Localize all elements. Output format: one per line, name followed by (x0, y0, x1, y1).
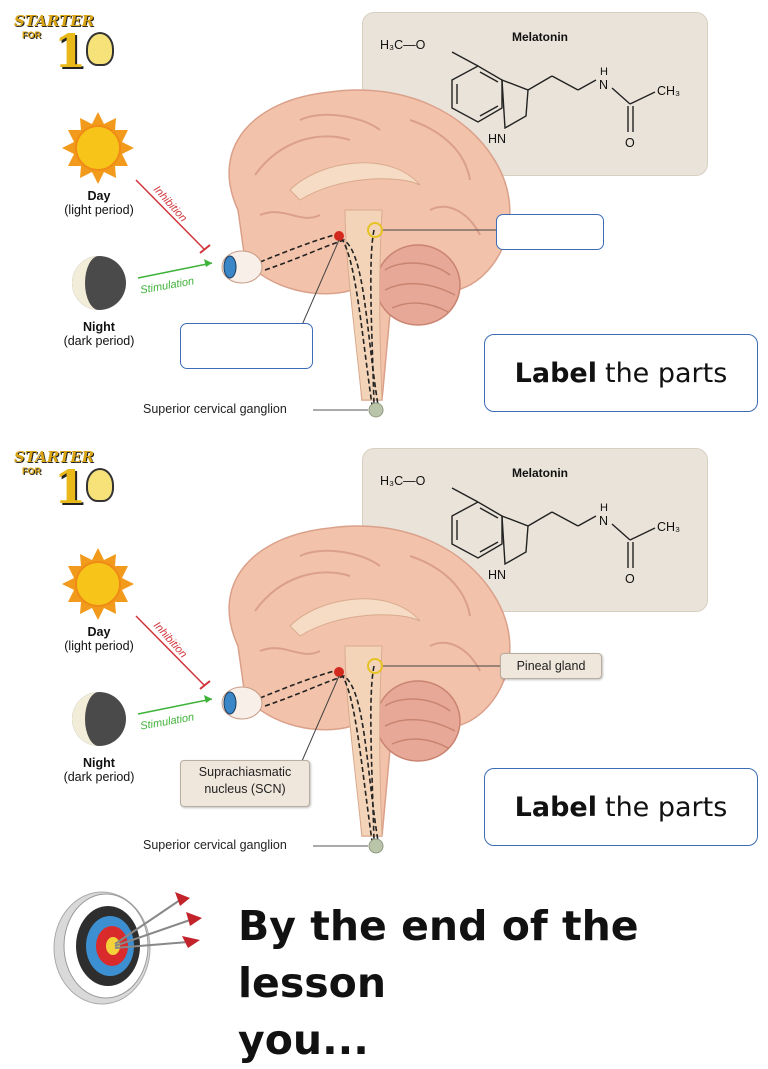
diagram-panel-blank: Melatonin H₃C—O N H HN CH₃ O STARTER FOR… (0, 0, 768, 432)
starter-one: 1 (54, 460, 87, 514)
pineal-answer-box[interactable] (496, 214, 604, 250)
ganglion-label: Superior cervical ganglion (143, 402, 287, 416)
scn-label-line1: Suprachiasmatic (198, 765, 292, 779)
scn-label: Suprachiasmatic nucleus (SCN) (180, 760, 310, 807)
sun-icon (62, 112, 134, 184)
lightbulb-icon (86, 468, 114, 502)
moon-icon (72, 256, 126, 310)
amine-h-label: H (600, 502, 608, 514)
methyl-label: CH₃ (657, 84, 681, 98)
methoxy-label: H₃C—O (380, 474, 426, 488)
diagram-panel-answered: Melatonin H₃C—O N H HN CH₃ O STARTER FOR… (0, 436, 768, 868)
brain-diagram-art (62, 51, 656, 418)
starter-for: FOR (22, 30, 41, 40)
scn-answer-box[interactable] (180, 323, 313, 369)
starter-for: FOR (22, 466, 41, 476)
night-sublabel: (dark period) (63, 770, 135, 784)
amine-n-label: N (599, 514, 609, 528)
brain-diagram-art (62, 487, 656, 854)
pineal-gland-label: Pineal gland (500, 653, 602, 679)
carbonyl-o-label: O (625, 136, 635, 150)
objective-line-1: By the end of the lesson (238, 902, 639, 1007)
day-label: Day (87, 625, 111, 639)
day-sublabel: (light period) (64, 639, 134, 653)
sun-icon (62, 548, 134, 620)
target-icon (53, 891, 202, 1005)
amine-h-label: H (600, 66, 608, 78)
lightbulb-icon (86, 32, 114, 66)
amine-n-label: N (599, 78, 609, 92)
day-label: Day (87, 189, 111, 203)
scn-label-line2: nucleus (SCN) (204, 782, 286, 796)
night-label: Night (83, 756, 115, 770)
methyl-label: CH₃ (657, 520, 681, 534)
night-sublabel: (dark period) (63, 334, 135, 348)
starter-one: 1 (54, 24, 87, 78)
lesson-objective: By the end of the lesson you... (238, 898, 758, 1069)
starter-word: STARTER (14, 12, 95, 30)
starter-word: STARTER (14, 448, 95, 466)
starter-logo: STARTER FOR 1 (14, 12, 124, 82)
day-sublabel: (light period) (64, 203, 134, 217)
moon-icon (72, 692, 126, 746)
carbonyl-o-label: O (625, 572, 635, 586)
objective-line-2: you... (238, 1016, 369, 1064)
melatonin-title: Melatonin (512, 466, 568, 480)
indole-hn-label: HN (488, 568, 507, 582)
ganglion-label: Superior cervical ganglion (143, 838, 287, 852)
indole-hn-label: HN (488, 132, 507, 146)
melatonin-title: Melatonin (512, 30, 568, 44)
night-label: Night (83, 320, 115, 334)
starter-logo: STARTER FOR 1 (14, 448, 124, 518)
methoxy-label: H₃C—O (380, 38, 426, 52)
